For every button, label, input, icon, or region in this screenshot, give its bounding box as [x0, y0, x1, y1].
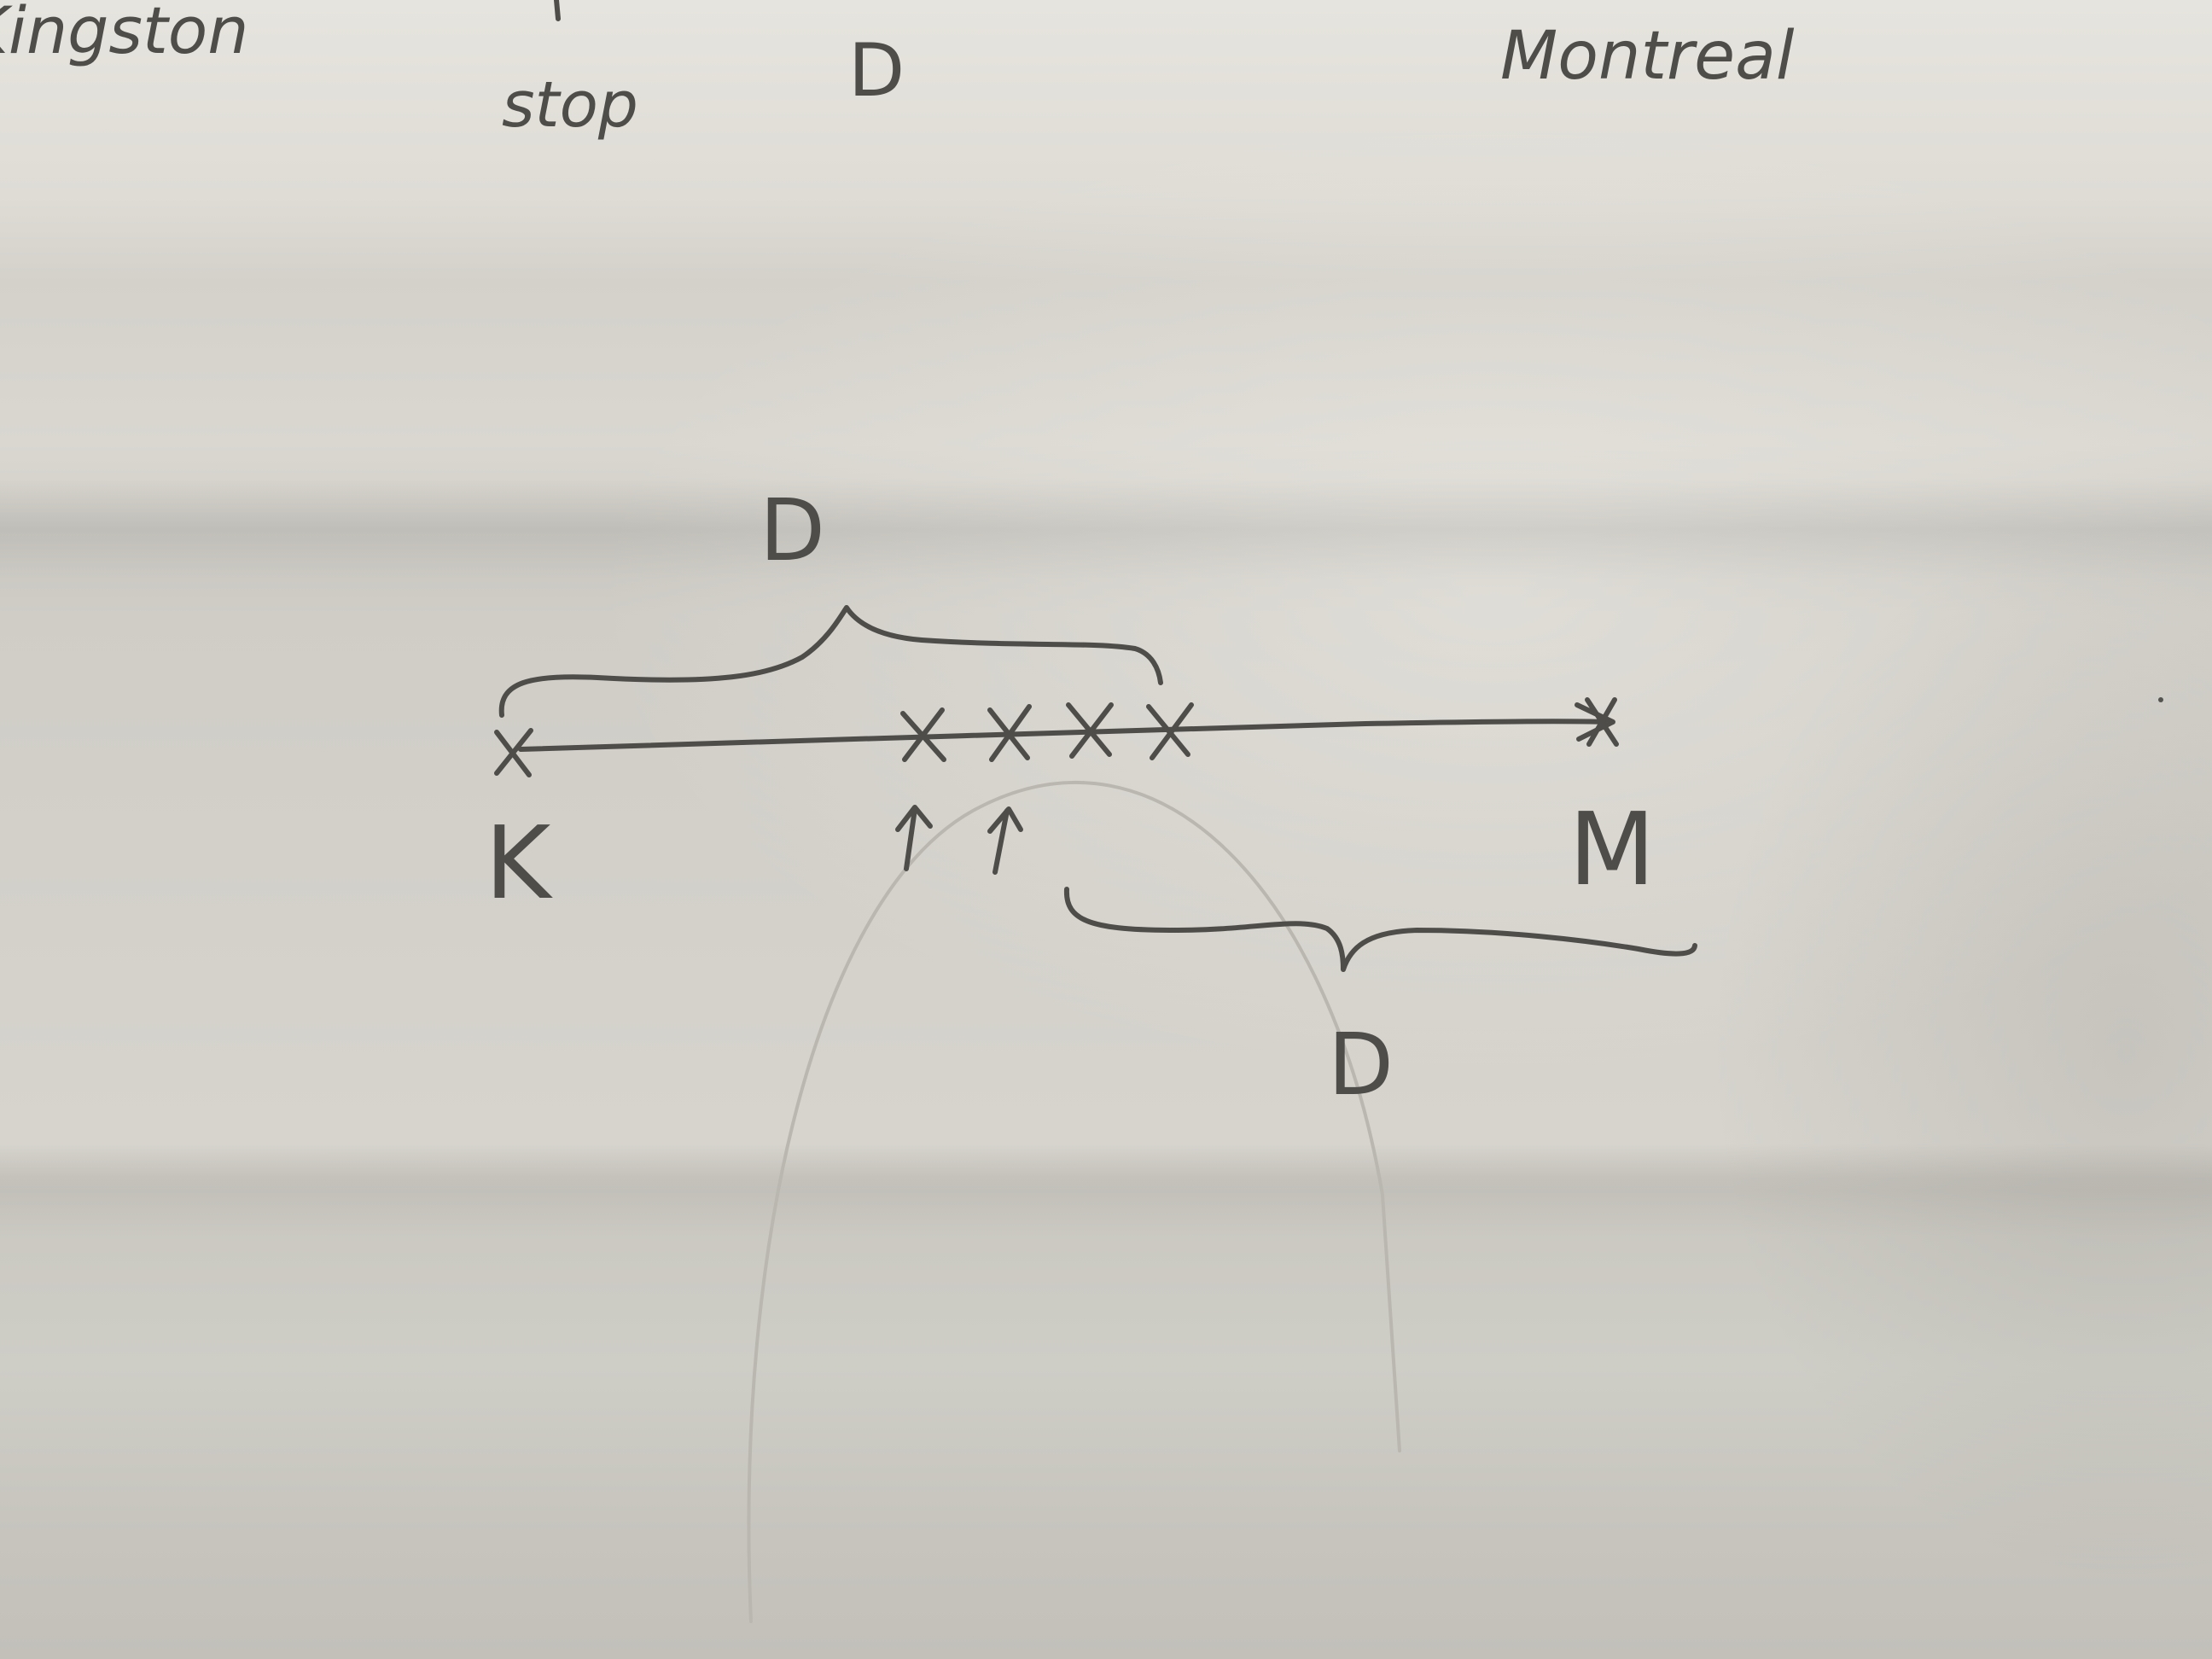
stop-cross-mark	[987, 704, 1032, 762]
m-label: M	[1569, 790, 1656, 908]
montreal-word: Montreal	[1500, 18, 1795, 95]
stop-cross-mark	[1066, 702, 1114, 759]
stop-word: stop	[502, 68, 638, 142]
route-arrowhead	[1575, 702, 1615, 742]
up-arrow-icon	[987, 806, 1023, 875]
k-label: K	[485, 804, 553, 922]
lower-d-label: D	[1328, 1015, 1394, 1115]
top-d-letter: D	[848, 28, 905, 114]
start-cross-mark	[494, 728, 533, 777]
up-arrow-icon	[895, 805, 933, 871]
kingston-word: Kingston	[0, 0, 248, 68]
stop-tick-mark	[554, 0, 561, 21]
upper-d-label: D	[760, 480, 825, 580]
faint-pencil-arc	[747, 781, 1401, 1623]
upper-brace	[498, 605, 1163, 718]
stop-cross-mark	[900, 707, 946, 762]
route-line	[518, 719, 1607, 752]
lower-brace	[1063, 887, 1697, 972]
fold-shadow	[0, 1144, 2212, 1237]
fold-shadow	[0, 478, 2212, 580]
end-cross-mark	[1585, 697, 1619, 747]
stray-dot	[2158, 697, 2163, 702]
stop-cross-mark	[1146, 702, 1194, 760]
hand-shadow	[1359, 282, 2212, 1659]
